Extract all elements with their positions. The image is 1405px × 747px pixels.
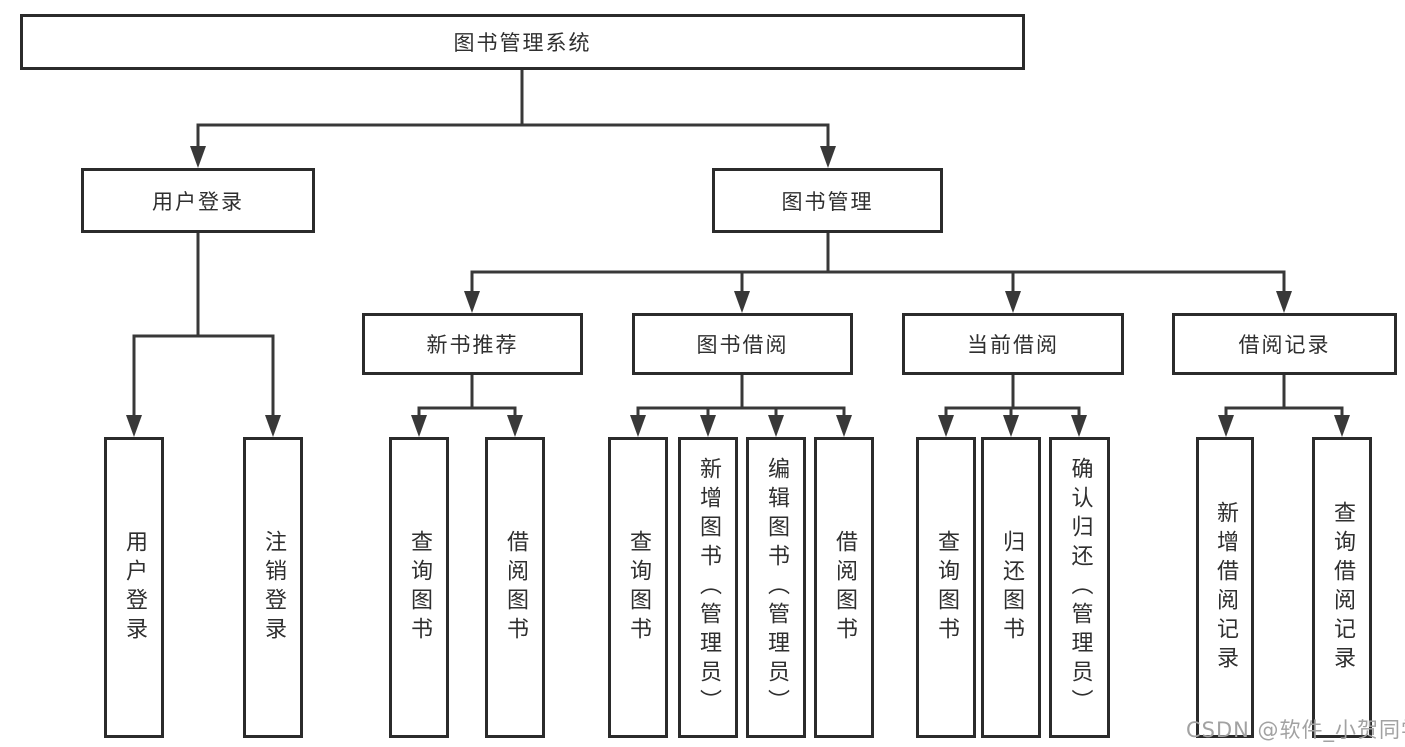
- node-label: 借阅记录: [1238, 333, 1331, 357]
- node-borrowing-records: 借阅记录: [1172, 313, 1397, 375]
- node-user-login-group: 用户登录: [81, 168, 315, 233]
- node-label: 图书管理: [781, 189, 874, 214]
- node-edit-books-admin: 编辑图书（管理员）: [746, 437, 806, 738]
- node-label: 归还图书: [999, 529, 1024, 646]
- node-borrow-books-recommend: 借阅图书: [485, 437, 545, 738]
- node-current-borrowing: 当前借阅: [902, 313, 1124, 375]
- node-query-borrow-record: 查询借阅记录: [1312, 437, 1372, 738]
- node-query-books-borrowing: 查询图书: [608, 437, 668, 738]
- node-borrow-books: 借阅图书: [814, 437, 874, 738]
- node-logout: 注销登录: [243, 437, 303, 738]
- node-label: 用户登录: [122, 529, 147, 646]
- node-user-login: 用户登录: [104, 437, 164, 738]
- node-label: 用户登录: [152, 189, 244, 214]
- node-label: 查询图书: [626, 529, 651, 646]
- node-label: 新书推荐: [426, 333, 519, 357]
- node-label: 查询借阅记录: [1330, 500, 1355, 675]
- node-book-management: 图书管理: [712, 168, 943, 233]
- node-add-borrow-record: 新增借阅记录: [1196, 437, 1254, 738]
- node-book-borrowing: 图书借阅: [632, 313, 853, 375]
- node-query-books-recommend: 查询图书: [389, 437, 449, 738]
- arrowheads: [126, 146, 1350, 437]
- node-confirm-return-admin: 确认归还（管理员）: [1049, 437, 1110, 738]
- node-label: 图书管理系统: [453, 31, 592, 55]
- node-label: 确认归还（管理员）: [1067, 457, 1093, 718]
- node-label: 新增借阅记录: [1213, 500, 1238, 675]
- node-new-book-recommend: 新书推荐: [362, 313, 583, 375]
- node-label: 图书借阅: [696, 333, 789, 357]
- node-add-books-admin: 新增图书（管理员）: [678, 437, 738, 738]
- node-query-books-current: 查询图书: [916, 437, 976, 738]
- node-root: 图书管理系统: [20, 14, 1025, 70]
- node-label: 当前借阅: [967, 333, 1059, 357]
- node-label: 编辑图书（管理员）: [764, 457, 789, 718]
- node-label: 注销登录: [261, 529, 286, 646]
- node-label: 借阅图书: [832, 529, 857, 646]
- node-label: 借阅图书: [503, 529, 528, 646]
- node-label: 查询图书: [934, 529, 959, 646]
- node-label: 查询图书: [407, 529, 432, 646]
- node-label: 新增图书（管理员）: [696, 457, 721, 718]
- node-return-books: 归还图书: [981, 437, 1041, 738]
